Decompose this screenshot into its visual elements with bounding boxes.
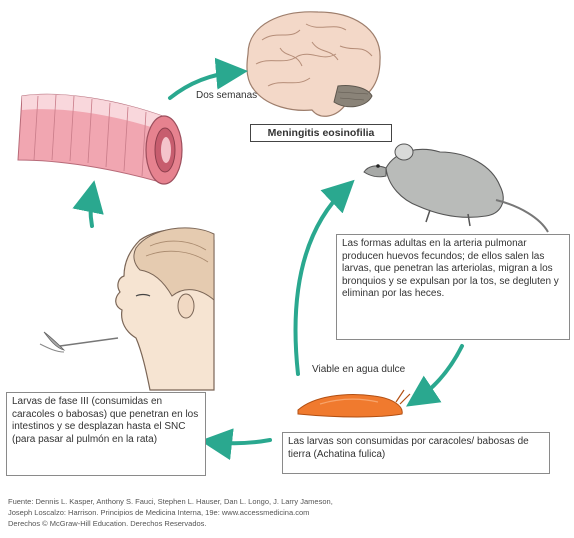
larvae-description-box: Larvas de fase III (consumidas en caraco… bbox=[6, 392, 206, 476]
rat-illustration bbox=[364, 144, 548, 232]
source-citation: Fuente: Dennis L. Kasper, Anthony S. Fau… bbox=[8, 496, 568, 529]
meningitis-title: Meningitis eosinofilia bbox=[250, 124, 392, 142]
source-line-1: Fuente: Dennis L. Kasper, Anthony S. Fau… bbox=[8, 496, 568, 507]
intestine-illustration bbox=[18, 94, 182, 184]
snail-description-box: Las larvas son consumidas por caracoles/… bbox=[282, 432, 550, 474]
source-line-3: Derechos © McGraw-Hill Education. Derech… bbox=[8, 518, 568, 529]
freshwater-label: Viable en agua dulce bbox=[312, 364, 405, 375]
source-line-2: Joseph Loscalzo: Harrison. Principios de… bbox=[8, 507, 568, 518]
brain-illustration bbox=[247, 12, 380, 116]
arrow-adults-to-slug bbox=[416, 346, 462, 400]
woman-illustration bbox=[40, 228, 214, 390]
slug-illustration bbox=[298, 390, 410, 417]
two-weeks-label: Dos semanas bbox=[196, 90, 257, 101]
adults-description-box: Las formas adultas en la arteria pulmona… bbox=[336, 234, 570, 340]
arrow-woman-to-intestine bbox=[91, 192, 93, 226]
arrow-snail-to-larvae bbox=[212, 440, 270, 443]
